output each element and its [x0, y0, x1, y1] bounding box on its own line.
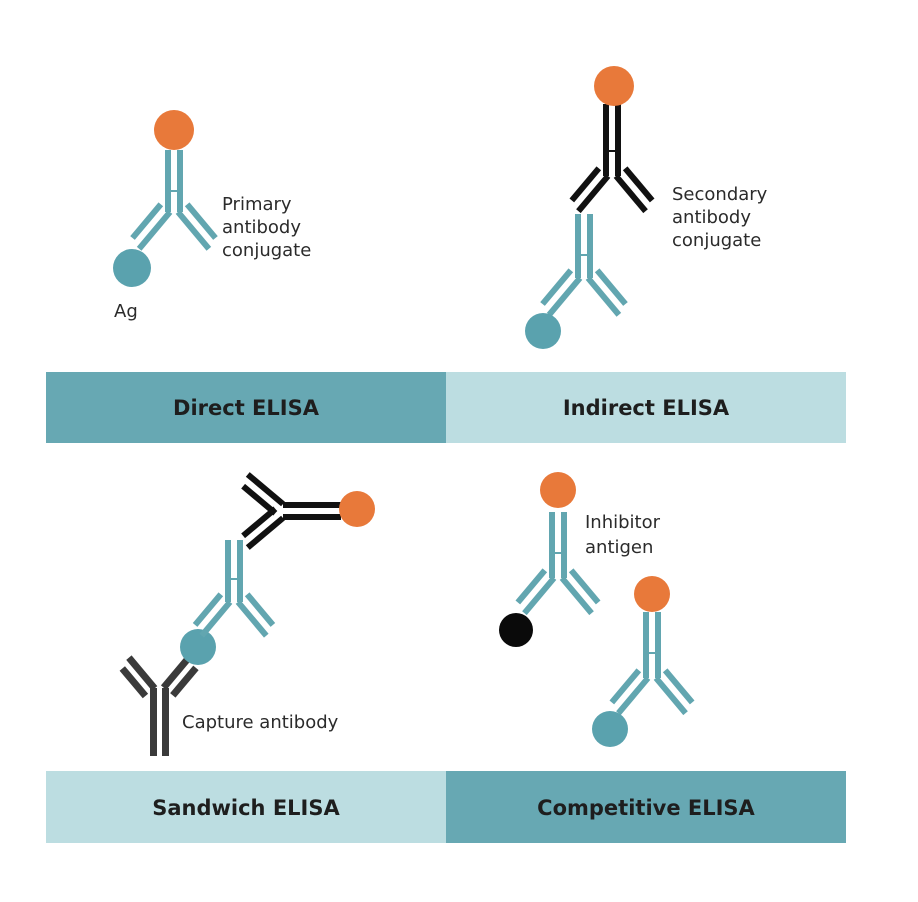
- antigen-icon: [592, 711, 628, 747]
- enzyme-icon: [540, 472, 576, 508]
- direct-elisa-illustration: [113, 110, 218, 287]
- primary-antibody: [130, 150, 218, 251]
- secondary-antibody: [241, 472, 341, 550]
- indirect-elisa-title: Indirect ELISA: [563, 396, 730, 420]
- capture-antibody-label: Capture antibody: [182, 712, 339, 733]
- primary-label-line3: conjugate: [222, 240, 311, 261]
- antigen-icon: [180, 629, 216, 665]
- indirect-elisa-banner: [446, 372, 846, 443]
- inhibitor-antibody: [515, 512, 601, 616]
- enzyme-icon: [154, 110, 194, 150]
- inhibitor-label-line1: Inhibitor: [585, 512, 661, 533]
- inhibitor-antigen-icon: [499, 613, 533, 647]
- competitive-elisa-banner: [446, 771, 846, 843]
- competitive-elisa-title: Competitive ELISA: [537, 796, 755, 820]
- competitive-elisa-illustration: [499, 472, 695, 747]
- sandwich-elisa-illustration: [119, 472, 375, 756]
- sandwich-elisa-banner: [46, 771, 446, 843]
- conjugate-antibody: [609, 612, 695, 716]
- enzyme-icon: [594, 66, 634, 106]
- enzyme-icon: [634, 576, 670, 612]
- secondary-antibody: [569, 104, 655, 214]
- antigen-icon: [525, 313, 561, 349]
- enzyme-icon: [339, 491, 375, 527]
- secondary-label-line3: conjugate: [672, 230, 761, 251]
- primary-label-line1: Primary: [222, 194, 292, 215]
- primary-antibody: [540, 214, 628, 317]
- capture-antibody: [119, 654, 199, 756]
- sandwich-elisa-title: Sandwich ELISA: [152, 796, 340, 820]
- detection-antibody: [192, 540, 276, 638]
- antigen-icon: [113, 249, 151, 287]
- secondary-label-line2: antibody: [672, 207, 751, 228]
- antigen-label: Ag: [114, 301, 138, 322]
- indirect-elisa-illustration: [525, 66, 655, 349]
- inhibitor-label-line2: antigen: [585, 537, 653, 558]
- direct-elisa-title: Direct ELISA: [173, 396, 320, 420]
- direct-elisa-banner: [46, 372, 446, 443]
- primary-label-line2: antibody: [222, 217, 301, 238]
- secondary-label-line1: Secondary: [672, 184, 768, 205]
